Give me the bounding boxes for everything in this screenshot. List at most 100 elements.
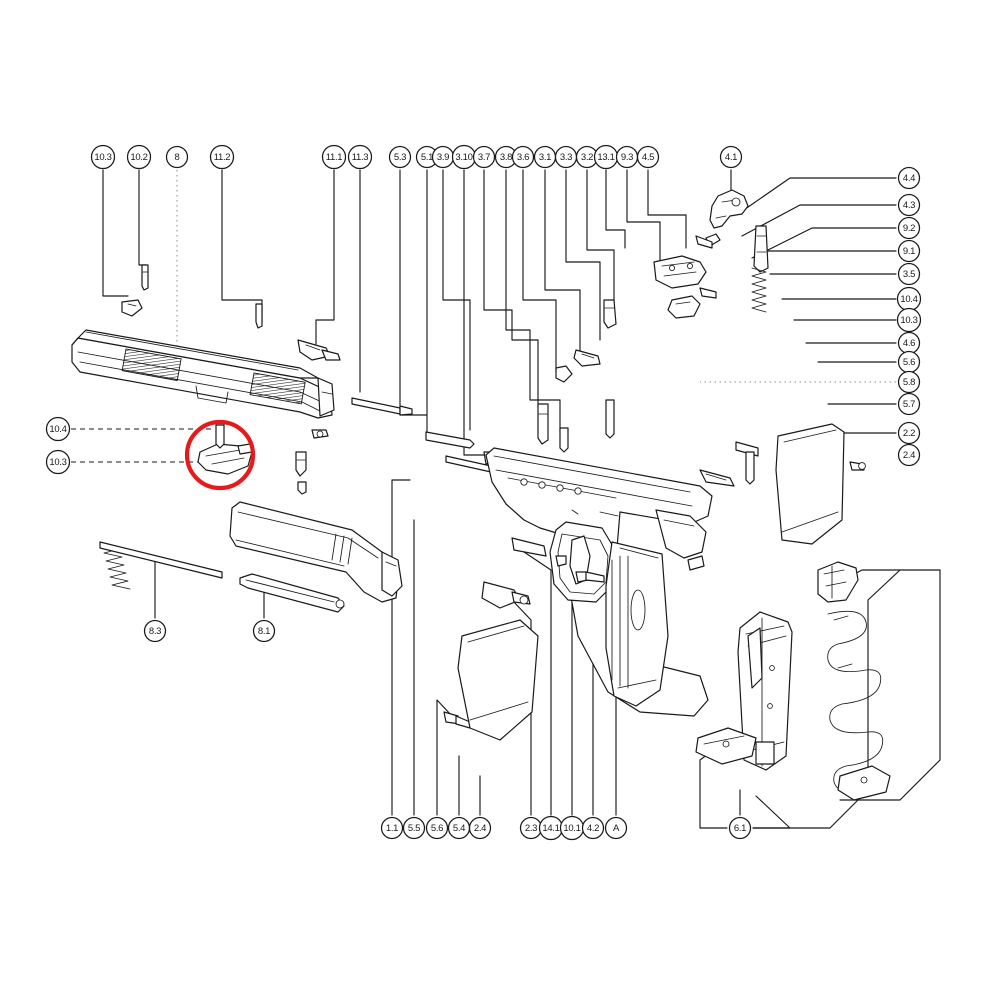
callout-top-3-3[interactable]: 3.3 bbox=[554, 145, 578, 169]
callout-label: 10.4 bbox=[900, 294, 917, 305]
callout-circle bbox=[719, 145, 743, 169]
callout-right-9-2[interactable]: 9.2 bbox=[897, 216, 921, 240]
callout-label: 6.1 bbox=[734, 823, 746, 834]
callout-top-10-3[interactable]: 10.3 bbox=[90, 144, 116, 170]
leader-lines-bottom-right bbox=[699, 569, 941, 829]
callout-bottom-4-2[interactable]: 4.2 bbox=[581, 816, 605, 840]
callout-right-5-6[interactable]: 5.6 bbox=[897, 350, 921, 374]
callout-bottom-2-4[interactable]: 2.4 bbox=[468, 816, 492, 840]
callout-label: A bbox=[613, 823, 620, 834]
callout-circle bbox=[45, 416, 71, 442]
callout-label: 5.4 bbox=[453, 823, 465, 834]
callout-label: 3.10 bbox=[455, 152, 472, 163]
grip-screws bbox=[849, 461, 866, 471]
callout-label: 4.5 bbox=[642, 152, 654, 163]
guide-rod bbox=[239, 573, 345, 613]
grip-panel-right bbox=[775, 423, 845, 545]
callout-bottom-1-1[interactable]: 1.1 bbox=[380, 816, 404, 840]
callout-top-13-1[interactable]: 13.1 bbox=[593, 144, 619, 170]
callout-label: 10.3 bbox=[900, 315, 917, 326]
callout-circle bbox=[897, 239, 921, 263]
callout-top-3-9[interactable]: 3.9 bbox=[431, 145, 455, 169]
callout-bottom-right-6-1[interactable]: 6.1 bbox=[728, 816, 752, 840]
callout-label: 5.8 bbox=[903, 377, 915, 388]
callout-right-3-5[interactable]: 3.5 bbox=[897, 262, 921, 286]
callout-label: 2.4 bbox=[474, 823, 486, 834]
callout-circle bbox=[252, 619, 276, 643]
callout-label: 2.4 bbox=[903, 450, 915, 461]
callout-label: 3.2 bbox=[581, 152, 593, 163]
callout-bottom-2-3[interactable]: 2.3 bbox=[519, 816, 543, 840]
callout-label: 4.6 bbox=[903, 338, 915, 349]
callout-label: 10.4 bbox=[49, 424, 66, 435]
callout-label: 4.4 bbox=[903, 173, 915, 184]
callout-circle bbox=[897, 370, 921, 394]
callout-top-9-3[interactable]: 9.3 bbox=[615, 145, 639, 169]
callout-bottom-5-4[interactable]: 5.4 bbox=[447, 816, 471, 840]
callout-top-3-1[interactable]: 3.1 bbox=[533, 145, 557, 169]
callout-circle bbox=[402, 816, 426, 840]
callout-circle bbox=[347, 144, 373, 170]
callout-bottom-10-1[interactable]: 10.1 bbox=[559, 815, 585, 841]
callout-top-11-1[interactable]: 11.1 bbox=[321, 144, 347, 170]
callout-circle bbox=[165, 145, 189, 169]
leader-lines-top bbox=[102, 169, 732, 456]
coil-spring-small bbox=[751, 267, 767, 313]
callout-label: 5.3 bbox=[394, 152, 406, 163]
callout-circle bbox=[897, 421, 921, 445]
callout-label: 3.8 bbox=[500, 152, 512, 163]
callout-top-5-3[interactable]: 5.3 bbox=[388, 145, 412, 169]
callout-right-9-1[interactable]: 9.1 bbox=[897, 239, 921, 263]
callout-label: 2.2 bbox=[903, 428, 915, 439]
callout-circle bbox=[380, 816, 404, 840]
callout-top-3-6[interactable]: 3.6 bbox=[511, 145, 535, 169]
callout-label: 8.1 bbox=[258, 626, 270, 637]
callout-top-11-2[interactable]: 11.2 bbox=[209, 144, 235, 170]
callout-top-8[interactable]: 8 bbox=[165, 145, 189, 169]
callout-left-10-4[interactable]: 10.4 bbox=[45, 416, 71, 442]
callout-circle bbox=[143, 619, 167, 643]
magazine-assembly bbox=[737, 611, 793, 771]
callout-label: 9.1 bbox=[903, 246, 915, 257]
callout-left-10-3[interactable]: 10.3 bbox=[45, 449, 71, 475]
callout-right-2-2[interactable]: 2.2 bbox=[897, 421, 921, 445]
callout-right-2-4[interactable]: 2.4 bbox=[897, 443, 921, 467]
callout-right-5-8[interactable]: 5.8 bbox=[897, 370, 921, 394]
callout-circle bbox=[511, 145, 535, 169]
callout-circle bbox=[126, 144, 152, 170]
callout-right-10-4[interactable]: 10.4 bbox=[896, 286, 922, 312]
callout-mid-8-1[interactable]: 8.1 bbox=[252, 619, 276, 643]
callout-circle bbox=[604, 816, 628, 840]
callout-top-4-1[interactable]: 4.1 bbox=[719, 145, 743, 169]
callout-right-5-7[interactable]: 5.7 bbox=[897, 392, 921, 416]
callout-bottom-5-6[interactable]: 5.6 bbox=[425, 816, 449, 840]
callout-right-10-3[interactable]: 10.3 bbox=[896, 307, 922, 333]
barrel-assembly bbox=[229, 501, 403, 603]
callout-bottom-A[interactable]: A bbox=[604, 816, 628, 840]
callout-label: 8 bbox=[175, 152, 180, 163]
callout-bottom-14-1[interactable]: 14.1 bbox=[538, 815, 564, 841]
callout-right-4-3[interactable]: 4.3 bbox=[897, 193, 921, 217]
magazine-follower bbox=[817, 561, 859, 603]
callout-label: 5.6 bbox=[903, 357, 915, 368]
callout-top-11-3[interactable]: 11.3 bbox=[347, 144, 373, 170]
callout-mid-8-3[interactable]: 8.3 bbox=[143, 619, 167, 643]
callout-right-4-6[interactable]: 4.6 bbox=[897, 331, 921, 355]
trigger-bar-group bbox=[425, 299, 617, 475]
callout-top-4-5[interactable]: 4.5 bbox=[636, 145, 660, 169]
callout-top-3-7[interactable]: 3.7 bbox=[472, 145, 496, 169]
firing-pin-group bbox=[295, 397, 413, 495]
callout-circle bbox=[897, 443, 921, 467]
callout-right-4-4[interactable]: 4.4 bbox=[897, 166, 921, 190]
callout-label: 10.3 bbox=[49, 457, 66, 468]
callout-label: 3.5 bbox=[903, 269, 915, 280]
callout-label: 10.1 bbox=[563, 823, 580, 834]
callout-top-10-2[interactable]: 10.2 bbox=[126, 144, 152, 170]
highlighted-part-group bbox=[184, 419, 256, 491]
callout-circle bbox=[897, 262, 921, 286]
callout-top-3-10[interactable]: 3.10 bbox=[451, 144, 477, 170]
frame-small-parts bbox=[443, 537, 605, 729]
callout-bottom-5-5[interactable]: 5.5 bbox=[402, 816, 426, 840]
